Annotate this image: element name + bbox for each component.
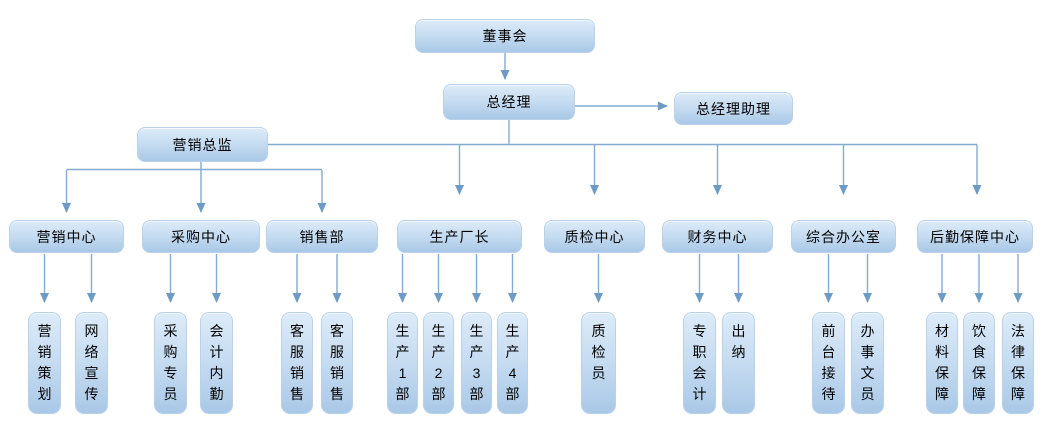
node-purchasing-center-label: 采购中心 [171,228,231,245]
node-production-3[interactable]: 生产3部 [461,312,492,414]
node-purchasing-specialist-label: 采购专员 [163,323,178,402]
node-material-support[interactable]: 材料保障 [926,312,958,414]
node-purchasing-center[interactable]: 采购中心 [142,220,260,253]
node-quality-center[interactable]: 质检中心 [544,220,645,253]
node-general-manager-label: 总经理 [486,94,532,110]
node-marketing-center[interactable]: 营销中心 [9,220,124,253]
node-production-director-label: 生产厂长 [429,228,490,245]
node-marketing-director[interactable]: 营销总监 [137,127,268,162]
node-online-promotion[interactable]: 网络宣传 [75,312,108,414]
node-online-promotion-label: 网络宣传 [84,323,99,402]
node-office-clerk[interactable]: 办事文员 [851,312,884,414]
node-legal-support-label: 法律保障 [1011,323,1025,402]
node-cs-sales-1[interactable]: 客服销售 [281,312,313,414]
node-production-4-label: 生产4部 [505,323,520,402]
node-front-desk[interactable]: 前台接待 [812,312,845,414]
node-production-1-label: 生产1部 [395,323,410,402]
node-marketing-director-label: 营销总监 [172,136,233,153]
node-logistics-center[interactable]: 后勤保障中心 [917,220,1033,253]
node-accounting-clerk[interactable]: 会计内勤 [200,312,233,414]
node-production-director[interactable]: 生产厂长 [397,220,522,253]
node-marketing-planning[interactable]: 营销策划 [28,312,61,414]
node-sales-dept-label: 销售部 [299,228,345,245]
node-general-office[interactable]: 综合办公室 [791,220,896,253]
node-cs-sales-2[interactable]: 客服销售 [321,312,353,414]
node-front-desk-label: 前台接待 [821,323,836,402]
node-catering-support[interactable]: 饮食保障 [963,312,995,414]
node-sales-dept[interactable]: 销售部 [266,220,378,253]
node-finance-center[interactable]: 财务中心 [662,220,773,253]
node-marketing-planning-label: 营销策划 [37,323,52,402]
node-office-clerk-label: 办事文员 [860,323,875,402]
node-accounting-clerk-label: 会计内勤 [209,323,224,402]
node-production-2-label: 生产2部 [431,323,446,402]
node-finance-center-label: 财务中心 [687,228,748,245]
node-cashier[interactable]: 出纳 [722,312,755,414]
node-quality-inspector[interactable]: 质检员 [581,312,616,414]
node-fulltime-accountant-label: 专职会计 [692,323,707,402]
node-board[interactable]: 董事会 [415,19,595,53]
node-general-manager[interactable]: 总经理 [443,84,575,120]
node-quality-inspector-label: 质检员 [591,323,606,381]
node-quality-center-label: 质检中心 [564,228,625,245]
node-production-4[interactable]: 生产4部 [497,312,528,414]
node-production-3-label: 生产3部 [469,323,484,402]
node-cs-sales-2-label: 客服销售 [330,323,344,402]
node-board-label: 董事会 [482,28,528,44]
node-marketing-center-label: 营销中心 [36,228,97,245]
node-general-office-label: 综合办公室 [806,228,881,245]
node-cs-sales-1-label: 客服销售 [290,323,304,402]
node-cashier-label: 出纳 [731,323,746,360]
node-material-support-label: 材料保障 [935,323,949,402]
node-production-2[interactable]: 生产2部 [423,312,454,414]
node-production-1[interactable]: 生产1部 [387,312,418,414]
node-gm-assistant[interactable]: 总经理助理 [674,92,793,125]
node-fulltime-accountant[interactable]: 专职会计 [683,312,716,414]
node-logistics-center-label: 后勤保障中心 [930,228,1020,245]
node-catering-support-label: 饮食保障 [972,323,986,402]
node-legal-support[interactable]: 法律保障 [1002,312,1034,414]
node-purchasing-specialist[interactable]: 采购专员 [154,312,187,414]
node-gm-assistant-label: 总经理助理 [696,100,771,117]
